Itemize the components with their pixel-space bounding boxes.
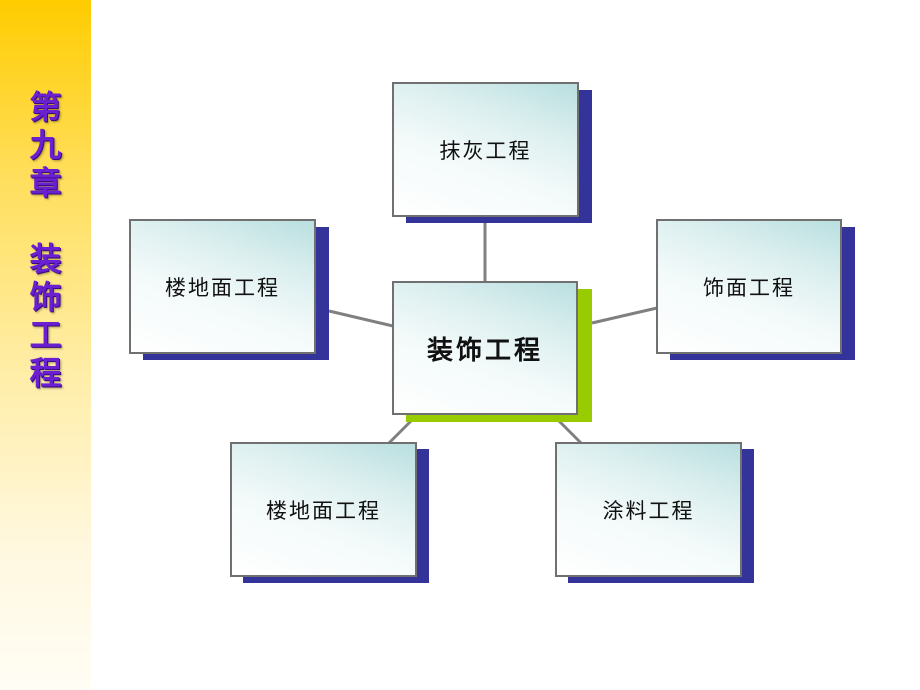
title-char: 程 [29,354,62,392]
node-label: 抹灰工程 [439,138,532,163]
node-label: 楼地面工程 [266,498,381,523]
node-floor-left[interactable]: 楼地面工程 [129,219,316,354]
chapter-title: 第 九 章 装 饰 工 程 [0,88,91,392]
center-node-label: 装饰工程 [426,335,543,366]
title-char: 装 [29,240,62,278]
title-char: 工 [29,316,62,354]
node-facing[interactable]: 饰面工程 [656,219,842,354]
node-plastering[interactable]: 抹灰工程 [392,82,579,217]
chapter-char: 第 [29,88,62,126]
connector-right [591,306,658,325]
chapter-char: 章 [29,164,62,202]
title-char: 饰 [29,278,62,316]
connector-bottom-right [557,419,584,446]
node-center-decoration[interactable]: 装饰工程 [392,281,578,415]
node-label: 饰面工程 [703,275,795,300]
node-floor-bottom[interactable]: 楼地面工程 [230,442,417,577]
node-label: 涂料工程 [602,498,695,523]
node-label: 楼地面工程 [165,275,280,300]
connector-left [328,309,394,328]
connector-bottom-left [387,419,413,445]
chapter-char: 九 [29,126,62,164]
node-coating[interactable]: 涂料工程 [555,442,742,577]
sidebar: 第 九 章 装 饰 工 程 [0,0,91,690]
